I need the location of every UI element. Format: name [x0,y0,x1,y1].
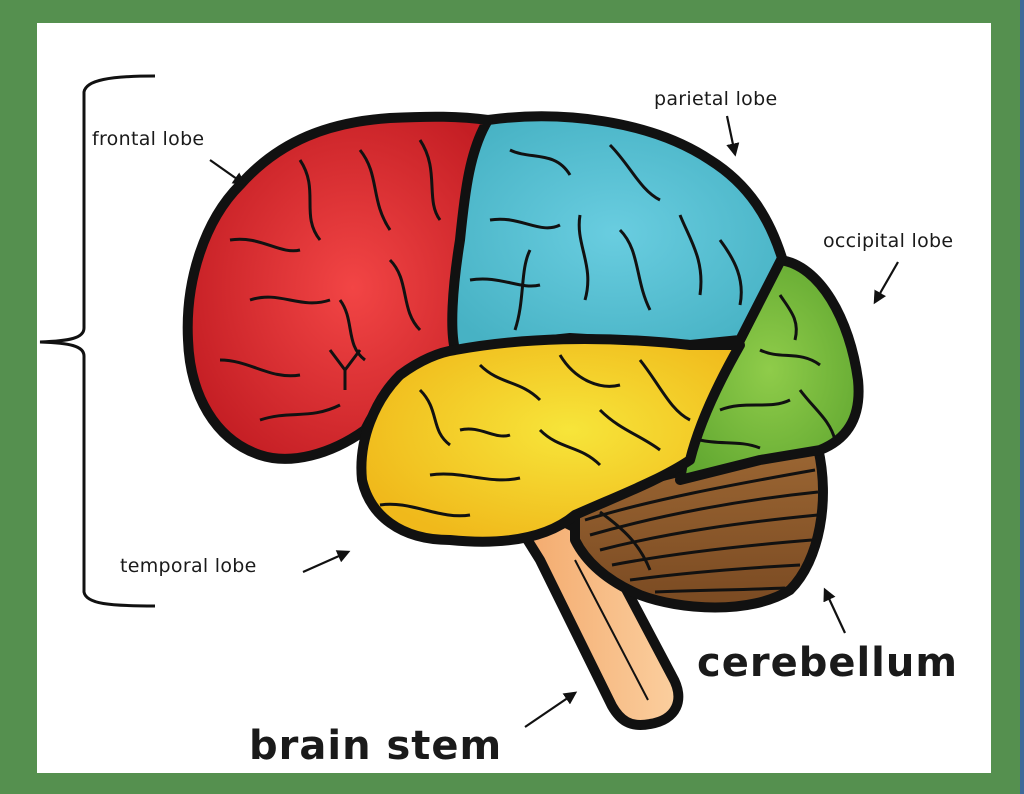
frontal-lobe-label: frontal lobe [92,128,205,150]
occipital-lobe-region [675,255,864,485]
parietal-lobe-region [441,111,787,355]
brain-stem-region [515,515,684,730]
occipital-lobe-arrow [873,261,899,305]
parietal-lobe-arrow [725,115,740,157]
occipital-lobe-label: occipital lobe [823,230,954,252]
frontal-lobe-region [182,111,493,464]
temporal-lobe-label: temporal lobe [120,555,257,577]
diagram-panel: frontal lobe parietal lobe occipital lob… [37,23,991,773]
temporal-lobe-region [356,334,745,547]
parietal-lobe-label: parietal lobe [654,88,778,110]
window-edge-strip [1020,0,1024,794]
frontal-lobe-arrow [209,159,247,186]
brain-stem-arrow [524,691,578,728]
brain-stem-label: brain stem [249,723,503,769]
brain-diagram [39,74,899,730]
temporal-lobe-arrow [302,550,351,574]
cerebellum-label: cerebellum [697,640,959,686]
label-arrows [209,115,899,728]
cerebrum-brace [39,74,156,608]
cerebellum-arrow [823,587,846,634]
